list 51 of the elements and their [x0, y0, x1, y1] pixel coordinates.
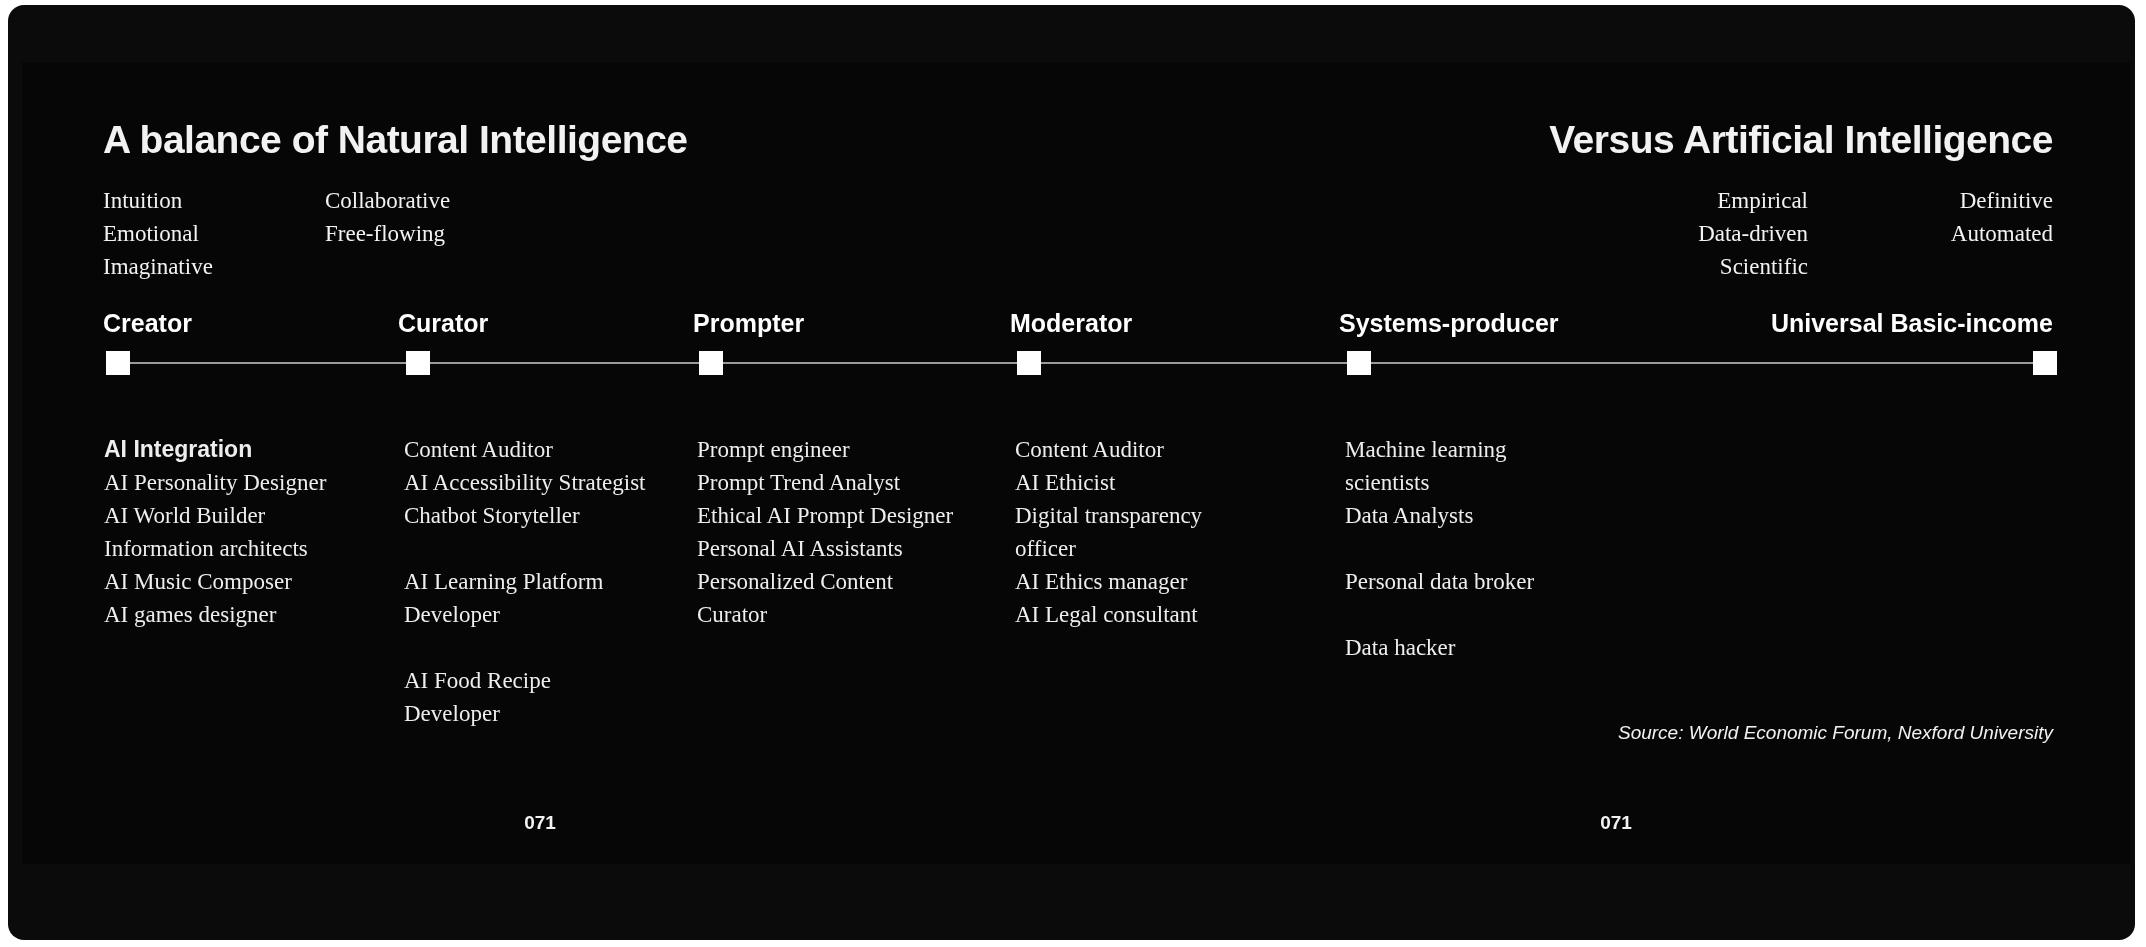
job-title: Personalized Content Curator — [697, 568, 895, 629]
job-title: AI Food Recipe Developer — [404, 667, 552, 728]
source-note: Source: World Economic Forum, Nexford University — [1618, 722, 2053, 744]
job-title: AI Legal consultant — [1015, 601, 1199, 629]
trait-word: Collaborative — [325, 188, 451, 214]
job-title: Personal data broker — [1345, 568, 1536, 596]
job-title: AI Music Composer — [104, 568, 293, 596]
page-number: 071 — [524, 812, 556, 834]
stage-heading: Curator — [398, 308, 489, 338]
job-title: AI Personality Designer — [104, 469, 328, 497]
job-title: AI Ethicist — [1015, 469, 1117, 497]
trait-word: Automated — [1950, 221, 2053, 247]
connector-line — [429, 362, 700, 364]
job-title: AI games designer — [104, 601, 278, 629]
job-title: Data hacker — [1345, 634, 1457, 662]
job-title: Data Analysts — [1345, 502, 1475, 530]
connector-line — [1370, 362, 2034, 364]
group-heading: AI Integration — [104, 435, 254, 464]
trait-word: Intuition — [103, 188, 183, 214]
trait-word: Data-driven — [1698, 221, 1808, 247]
trait-word: Imaginative — [103, 254, 213, 280]
trait-word: Scientific — [1719, 254, 1808, 280]
stage-heading: Moderator — [1010, 308, 1133, 338]
heading: Versus Artificial Intelligence — [1549, 118, 2053, 162]
job-title: Chatbot Storyteller — [404, 502, 581, 530]
job-title: AI Learning Platform Developer — [404, 568, 605, 629]
connector-line — [1040, 362, 1348, 364]
job-title: Personal AI Assistants — [697, 535, 904, 563]
stage-heading: Systems-producer — [1339, 308, 1559, 338]
heading: A balance of Natural Intelligence — [103, 118, 688, 162]
job-title: Prompt Trend Analyst — [697, 469, 902, 497]
trait-word: Empirical — [1717, 188, 1808, 214]
job-title: Ethical AI Prompt Designer — [697, 502, 955, 530]
page-number: 071 — [1600, 812, 1632, 834]
job-title: Digital transparency officer — [1015, 502, 1204, 563]
stage-heading: Creator — [103, 308, 192, 338]
stage-heading: Universal Basic-income — [1770, 308, 2053, 338]
job-title: Content Auditor — [404, 436, 554, 464]
connector-line — [722, 362, 1018, 364]
job-title: AI Ethics manager — [1015, 568, 1189, 596]
stage-heading: Prompter — [693, 308, 805, 338]
trait-word: Definitive — [1959, 188, 2053, 214]
job-title: AI World Builder — [104, 502, 267, 530]
trait-word: Free-flowing — [325, 221, 446, 247]
job-title: Information architects — [104, 535, 309, 563]
connector-line — [129, 362, 407, 364]
trait-word: Emotional — [103, 221, 199, 247]
job-title: Prompt engineer — [697, 436, 851, 464]
job-title: Content Auditor — [1015, 436, 1165, 464]
job-title: Machine learning scientists — [1345, 436, 1508, 497]
job-title: AI Accessibility Strategist — [404, 469, 647, 497]
